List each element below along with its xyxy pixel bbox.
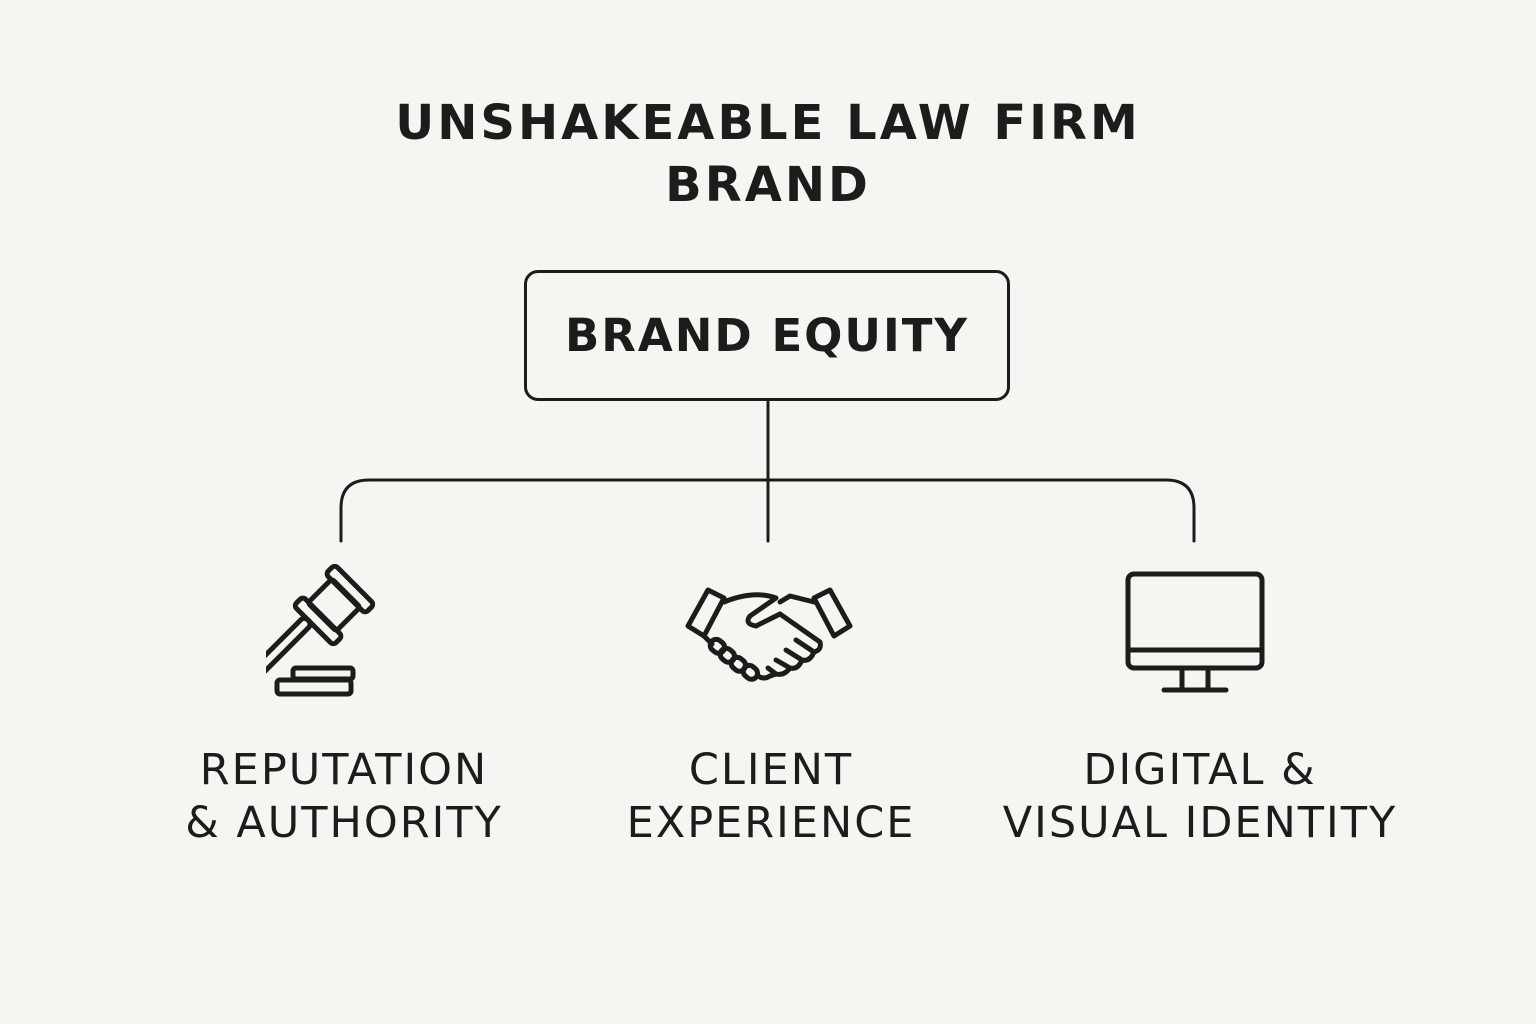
monitor-icon	[1125, 571, 1265, 693]
branch-label-client-experience-line-2: EXPERIENCE	[626, 798, 916, 848]
branch-label-digital-identity-line-1: DIGITAL &	[1083, 745, 1317, 795]
root-node: BRAND EQUITY	[524, 270, 1010, 401]
branch-label-client-experience-line-1: CLIENT	[688, 745, 854, 795]
branch-label-digital-identity: DIGITAL & VISUAL IDENTITY	[960, 744, 1440, 850]
diagram-title-line-1: UNSHAKEABLE LAW FIRM	[395, 95, 1141, 151]
branch-label-digital-identity-line-2: VISUAL IDENTITY	[1002, 798, 1398, 848]
handshake-icon	[685, 587, 853, 682]
root-node-label: BRAND EQUITY	[564, 309, 970, 362]
branch-connector	[339, 478, 1196, 543]
branch-label-client-experience: CLIENT EXPERIENCE	[531, 744, 1011, 850]
branch-label-reputation: REPUTATION & AUTHORITY	[104, 744, 584, 850]
diagram-title: UNSHAKEABLE LAW FIRM BRAND	[368, 92, 1168, 216]
diagram-title-line-2: BRAND	[665, 157, 871, 213]
gavel-icon	[266, 563, 376, 697]
branch-label-reputation-line-2: & AUTHORITY	[185, 798, 503, 848]
branch-label-reputation-line-1: REPUTATION	[199, 745, 489, 795]
